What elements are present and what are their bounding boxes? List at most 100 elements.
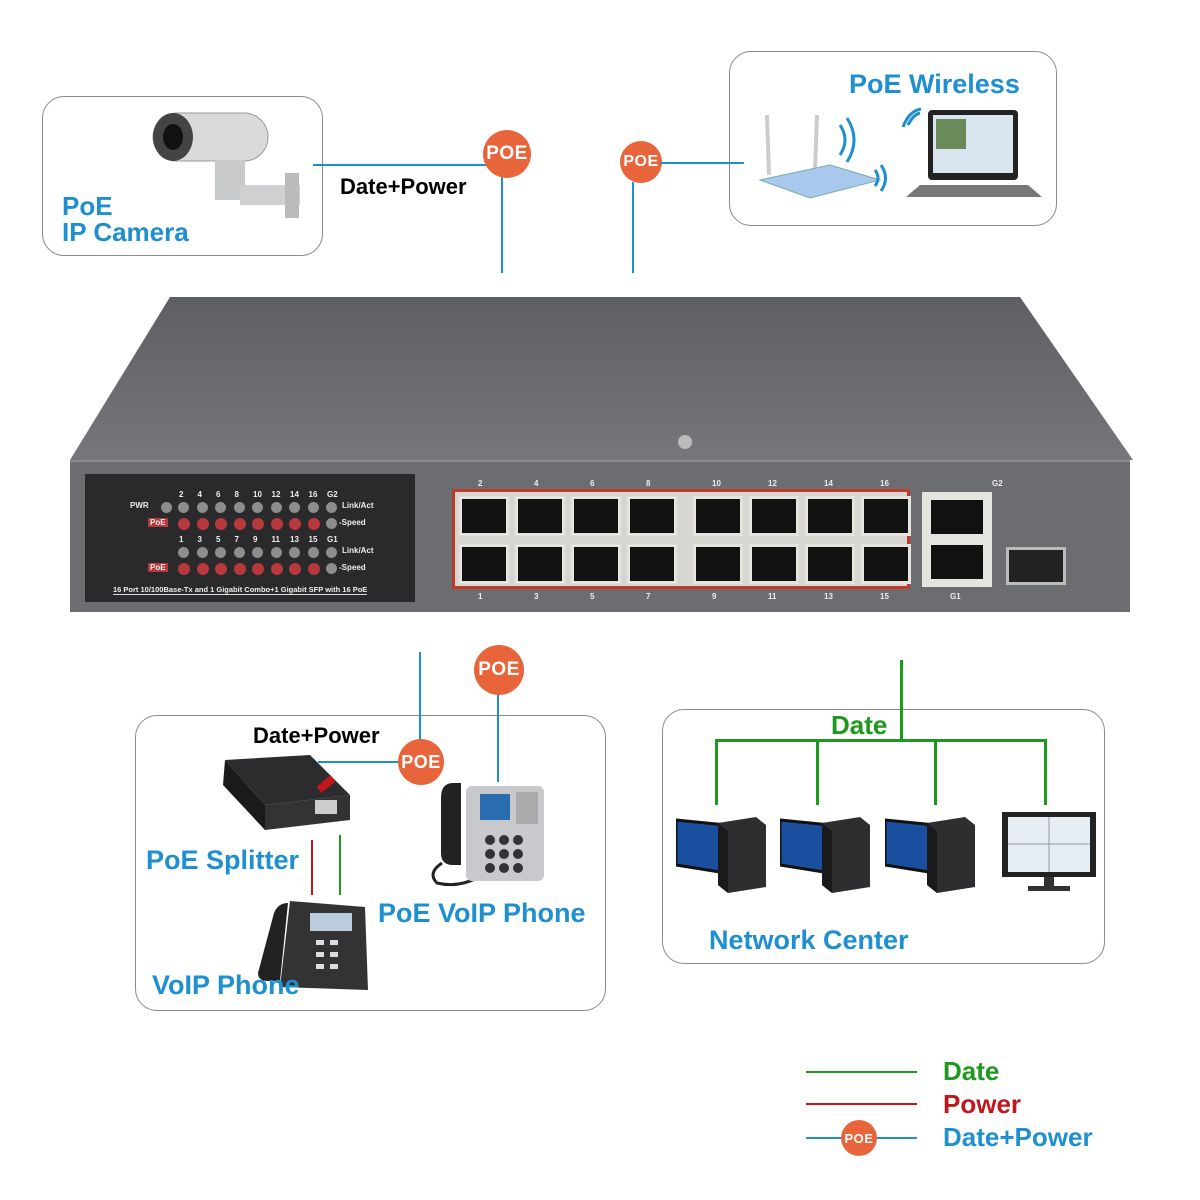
led-link-bottom — [215, 547, 226, 558]
combo-port-block — [922, 492, 992, 587]
led-link-top — [326, 502, 337, 513]
poe-badge-camera: POE — [483, 130, 531, 178]
network-center-title: Network Center — [709, 925, 909, 955]
port-number-top: 16 — [880, 479, 889, 488]
port-number-bottom: 3 — [534, 592, 539, 601]
network-drop-2 — [816, 739, 819, 805]
led-number-top: 12 — [271, 490, 281, 499]
led-poe-bottom — [252, 563, 264, 575]
led-number-top: 16 — [308, 490, 318, 499]
port-number-bottom: 7 — [646, 592, 651, 601]
voip-drop-line-1 — [419, 652, 421, 747]
led-link-bottom — [196, 547, 208, 558]
led-link-top — [215, 502, 226, 513]
led-number-bottom: G1 — [327, 535, 338, 544]
rj45-port[interactable] — [749, 496, 799, 536]
led-number-bottom: 9 — [253, 535, 258, 544]
led-number-top: 10 — [253, 490, 262, 499]
link-act-bottom: Link/Act — [342, 546, 374, 555]
led-poe-top — [215, 518, 227, 530]
camera-link-line — [313, 164, 488, 166]
wireless-drop-line — [632, 182, 634, 273]
rj45-port-block — [452, 489, 911, 589]
sfp-port[interactable] — [1006, 547, 1066, 585]
rj45-port[interactable] — [627, 496, 677, 536]
wireless-router-icon — [758, 114, 887, 199]
led-link-top — [178, 502, 189, 513]
rj45-port[interactable] — [459, 544, 509, 584]
legend-data-line — [806, 1071, 917, 1073]
splitter-power-line — [311, 840, 313, 895]
led-number-top: 8 — [234, 490, 239, 499]
poe-label-top: PoE — [148, 518, 168, 527]
legend-poe-label: Date+Power — [943, 1122, 1093, 1152]
led-link-bottom — [326, 547, 337, 558]
port-number-top: 4 — [534, 479, 539, 488]
led-link-top — [270, 502, 282, 513]
poe-badge-wireless: POE — [620, 141, 662, 183]
led-number-top: 6 — [216, 490, 221, 499]
network-bus-line — [715, 739, 1047, 742]
rj45-port[interactable] — [627, 544, 677, 584]
rj45-port[interactable] — [571, 496, 621, 536]
network-drop-1 — [715, 739, 718, 805]
rj45-port[interactable] — [749, 544, 799, 584]
voip-phone-label: VoIP Phone — [152, 970, 300, 1000]
ip-camera-icon — [152, 112, 300, 218]
port-number-bottom: 1 — [478, 592, 483, 601]
combo-port-g2[interactable] — [928, 497, 986, 537]
led-link-bottom — [233, 547, 245, 558]
led-poe-top — [252, 518, 264, 530]
port-number-bottom: 15 — [880, 592, 889, 601]
port-number-bottom: 13 — [824, 592, 833, 601]
combo-label-g1: G1 — [950, 592, 961, 601]
rj45-port[interactable] — [515, 544, 565, 584]
port-number-top: 12 — [768, 479, 777, 488]
rj45-port[interactable] — [805, 496, 855, 536]
poe-badge-voip-phone: POE — [474, 645, 524, 695]
rj45-port[interactable] — [571, 544, 621, 584]
rj45-port[interactable] — [805, 544, 855, 584]
legend-poe-badge: POE — [841, 1120, 877, 1156]
link-act-top: Link/Act — [342, 501, 374, 510]
port-number-bottom: 5 — [590, 592, 595, 601]
port-number-top: 2 — [478, 479, 483, 488]
network-link-label: Date — [831, 710, 888, 740]
led-speed-top — [326, 518, 337, 529]
led-poe-bottom — [215, 563, 227, 575]
camera-drop-line — [501, 175, 503, 273]
rj45-port[interactable] — [515, 496, 565, 536]
speed-top: -Speed — [339, 518, 366, 527]
wireless-link-line — [660, 162, 744, 164]
led-pwr — [161, 502, 172, 513]
rj45-port[interactable] — [861, 496, 911, 536]
surveillance-monitor-icon — [1002, 812, 1096, 891]
laptop-icon — [901, 107, 1042, 197]
led-poe-bottom — [270, 563, 283, 575]
led-link-top — [252, 502, 263, 513]
voip-link-label: Date+Power — [253, 723, 380, 748]
voip-link-line — [318, 761, 403, 763]
combo-port-g1[interactable] — [928, 542, 986, 582]
poe-badge-splitter: POE — [398, 739, 444, 785]
led-panel: PWR PoE PoE Link/Act -Speed Link/Act -Sp… — [85, 474, 415, 602]
combo-label-g2: G2 — [992, 479, 1003, 488]
led-link-bottom — [289, 547, 300, 558]
switch-description: 16 Port 10/100Base-Tx and 1 Gigabit Comb… — [113, 585, 368, 595]
led-link-bottom — [307, 547, 319, 558]
desktop-computer-icon — [883, 815, 977, 900]
rj45-port[interactable] — [861, 544, 911, 584]
port-number-top: 14 — [824, 479, 833, 488]
led-poe-top — [178, 518, 190, 530]
rj45-port[interactable] — [693, 496, 743, 536]
led-poe-top — [307, 518, 320, 530]
led-number-top: 4 — [197, 490, 202, 499]
led-poe-bottom — [233, 563, 246, 575]
rj45-port[interactable] — [459, 496, 509, 536]
port-number-top: 8 — [646, 479, 651, 488]
poe-voip-phone-label: PoE VoIP Phone — [378, 898, 586, 928]
port-number-top: 10 — [712, 479, 721, 488]
led-number-bottom: 3 — [197, 535, 202, 544]
led-poe-top — [270, 518, 283, 530]
rj45-port[interactable] — [693, 544, 743, 584]
